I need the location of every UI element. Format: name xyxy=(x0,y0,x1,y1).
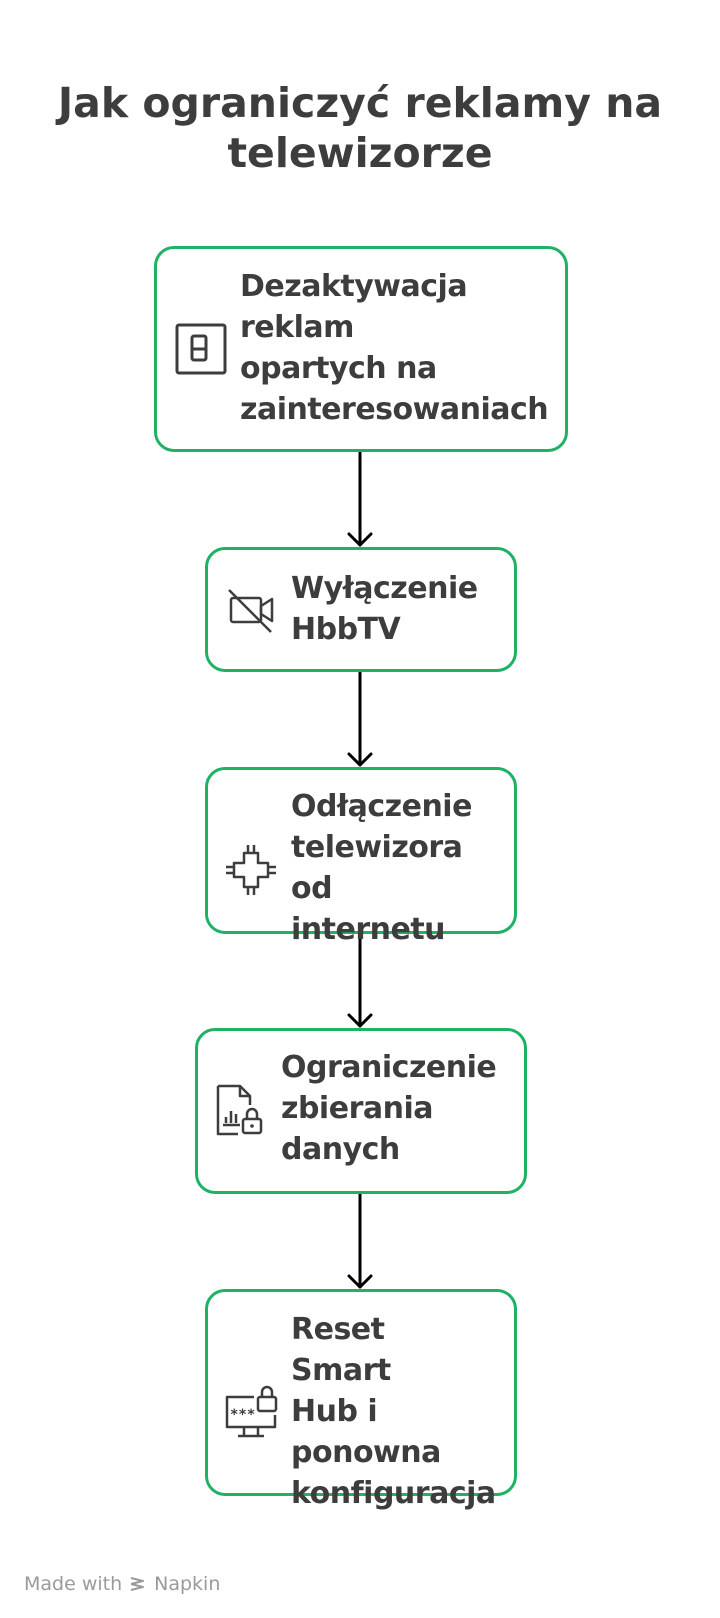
step-label-3: Odłączenie telewizora od internetu xyxy=(291,789,472,947)
light-switch-icon xyxy=(174,322,228,376)
made-with-napkin-badge: Made with Napkin xyxy=(24,1573,220,1595)
footer-prefix: Made with xyxy=(24,1573,123,1595)
network-node-icon xyxy=(224,843,278,897)
step-label-2: Wyłączenie HbbTV xyxy=(291,571,478,647)
step-box-5 xyxy=(205,1289,517,1496)
step-box-1 xyxy=(154,246,568,452)
arrow-step-1-to-2 xyxy=(347,450,373,547)
footer-brand: Napkin xyxy=(154,1573,221,1595)
step-label-5: Reset Smart Hub i ponowna konfiguracja xyxy=(291,1312,496,1511)
arrow-step-2-to-3 xyxy=(347,670,373,767)
locked-monitor-password-icon: *** xyxy=(224,1385,278,1439)
napkin-logo-icon xyxy=(128,1574,148,1594)
step-box-4 xyxy=(195,1028,527,1194)
locked-data-file-icon xyxy=(212,1083,266,1137)
step-label-1: Dezaktywacja reklam opartych na zaintere… xyxy=(240,269,549,427)
video-off-icon xyxy=(224,583,278,637)
arrow-step-4-to-5 xyxy=(347,1192,373,1289)
step-label-4: Ograniczenie zbierania danych xyxy=(281,1050,497,1167)
diagram-title: Jak ograniczyć reklamy na telewizorze xyxy=(57,79,663,177)
step-box-3 xyxy=(205,767,517,934)
svg-text:***: *** xyxy=(230,1407,255,1423)
step-box-2 xyxy=(205,547,517,672)
